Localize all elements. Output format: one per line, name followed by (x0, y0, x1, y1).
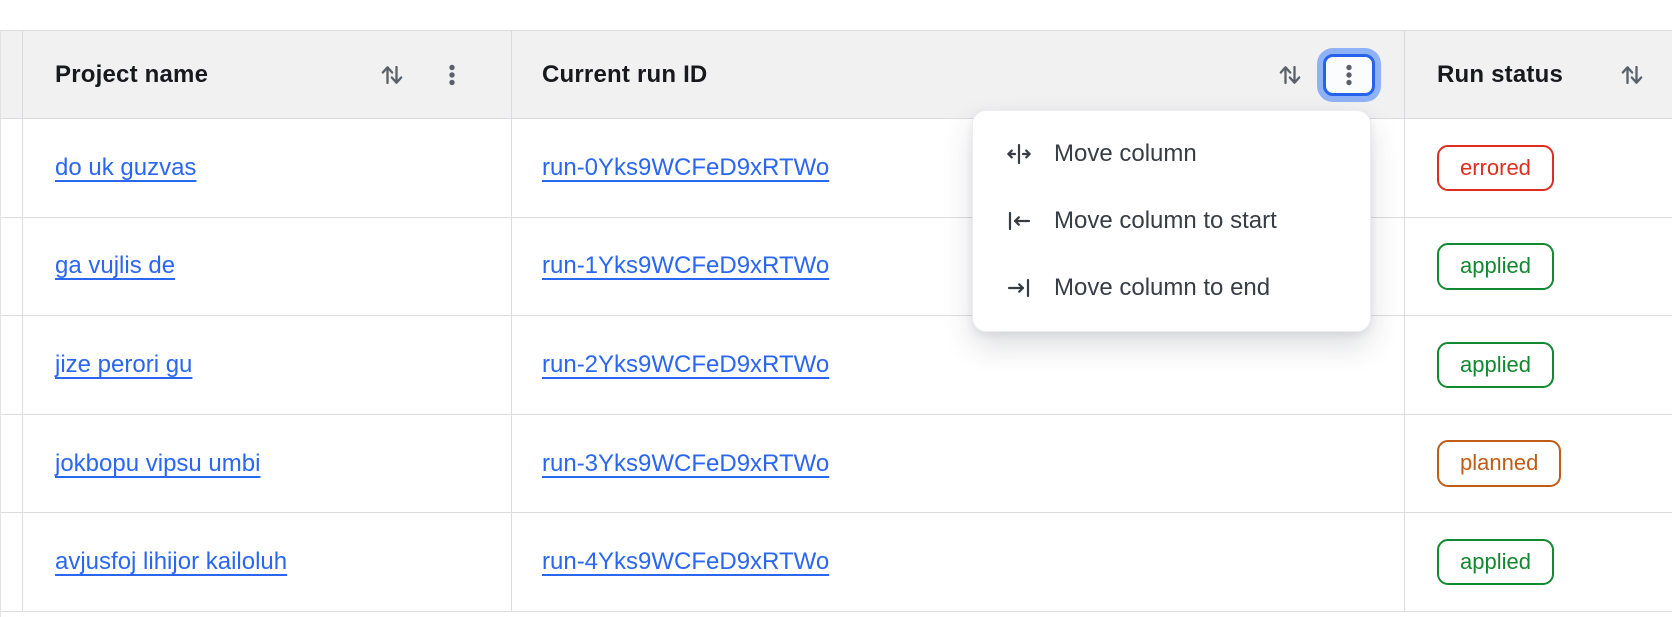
move-column-to-end-icon (1007, 279, 1030, 298)
partial-next-row (1, 611, 1672, 617)
project-link[interactable]: ga vujlis de (55, 252, 176, 280)
table-header-row: Project name Current run ID (1, 31, 1672, 119)
run-id-link[interactable]: run-0Yks9WCFeD9xRTWo (542, 153, 830, 181)
table-row: ga vujlis de run-1Yks9WCFeD9xRTWo applie… (1, 217, 1672, 317)
column-options-menu: Move column Move column to start Move co… (972, 110, 1371, 332)
sort-arrows-icon (381, 65, 403, 84)
menu-item-label: Move column to start (1054, 206, 1277, 234)
project-link[interactable]: jokbopu vipsu umbi (55, 449, 261, 477)
project-link[interactable]: do uk guzvas (55, 153, 197, 181)
sort-arrows-icon (1621, 65, 1643, 84)
kebab-menu-icon (1346, 64, 1352, 85)
column-menu-button-project-name[interactable] (437, 60, 467, 90)
column-label-project-name: Project name (55, 60, 209, 88)
run-id-link[interactable]: run-3Yks9WCFeD9xRTWo (542, 449, 830, 477)
sort-button-current-run-id[interactable] (1275, 60, 1305, 90)
menu-item-label: Move column (1054, 139, 1197, 167)
run-status-badge: applied (1437, 538, 1554, 586)
move-column-to-start-icon (1008, 211, 1031, 231)
table-row: avjusfoj lihijor kailoluh run-4Yks9WCFeD… (1, 513, 1672, 612)
sort-button-run-status[interactable] (1617, 60, 1647, 90)
menu-item-move-column-to-start[interactable]: Move column to start (973, 190, 1370, 251)
row-gutter-cell (1, 217, 23, 316)
run-status-badge: errored (1437, 144, 1554, 191)
row-gutter-cell (1, 119, 23, 217)
menu-item-label: Move column to end (1054, 274, 1271, 302)
header-cell-current-run-id: Current run ID (512, 31, 1405, 118)
run-id-link[interactable]: run-1Yks9WCFeD9xRTWo (542, 252, 830, 280)
header-cell-run-status: Run status (1405, 31, 1672, 118)
sort-button-project-name[interactable] (377, 60, 407, 90)
sort-arrows-icon (1279, 65, 1301, 84)
run-status-badge: applied (1437, 243, 1554, 290)
project-link[interactable]: jize perori gu (55, 350, 193, 378)
table-row: jokbopu vipsu umbi run-3Yks9WCFeD9xRTWo … (1, 414, 1672, 514)
project-link[interactable]: avjusfoj lihijor kailoluh (55, 548, 288, 576)
projects-table: Project name Current run ID (0, 30, 1672, 617)
header-gutter-cell (1, 31, 23, 118)
move-column-icon (1007, 143, 1031, 164)
menu-item-move-column[interactable]: Move column (973, 123, 1370, 184)
header-cell-project-name: Project name (23, 31, 512, 118)
row-gutter-cell (1, 414, 23, 513)
run-status-badge: planned (1437, 440, 1562, 487)
column-label-current-run-id: Current run ID (542, 60, 708, 88)
column-menu-button-current-run-id-focused[interactable] (1323, 53, 1375, 96)
row-gutter-cell (1, 513, 23, 611)
kebab-menu-icon (449, 64, 455, 85)
table-row: jize perori gu run-2Yks9WCFeD9xRTWo appl… (1, 316, 1672, 415)
menu-item-move-column-to-end[interactable]: Move column to end (973, 258, 1370, 319)
column-label-run-status: Run status (1437, 60, 1564, 88)
run-status-badge: applied (1437, 341, 1554, 389)
run-id-link[interactable]: run-2Yks9WCFeD9xRTWo (542, 350, 830, 378)
table-row: do uk guzvas run-0Yks9WCFeD9xRTWo errore… (1, 119, 1672, 218)
row-gutter-cell (1, 316, 23, 414)
run-id-link[interactable]: run-4Yks9WCFeD9xRTWo (542, 548, 830, 576)
